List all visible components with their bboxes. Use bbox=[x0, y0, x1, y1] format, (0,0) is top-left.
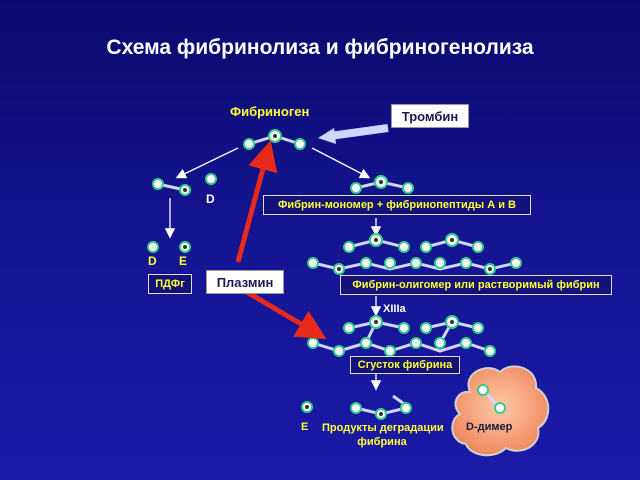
plasmin-arrow-down bbox=[238, 285, 327, 340]
d-dimer-label: D-димер bbox=[466, 421, 513, 433]
fragment-molecule-left bbox=[152, 173, 217, 196]
monomer-box: Фибрин-мономер + фибринопептиды А и В bbox=[263, 195, 531, 215]
fragment-d-top-label: D bbox=[206, 192, 215, 206]
d-dimer-cloud bbox=[451, 365, 550, 457]
fibrinogen-nodes bbox=[243, 129, 306, 150]
fragment-d-node bbox=[147, 241, 159, 253]
fragment-e-label: E bbox=[179, 254, 188, 268]
thrombin-arrowhead bbox=[318, 128, 336, 144]
clot-nodes bbox=[307, 315, 496, 357]
page-title: Схема фибринолиза и фибриногенолиза bbox=[106, 36, 534, 59]
oligomer-box: Фибрин-олигомер или растворимый фибрин bbox=[340, 275, 612, 295]
plasmin-box: Плазмин bbox=[206, 270, 284, 294]
thrombin-arrow bbox=[329, 124, 389, 140]
plasmin-arrow-up bbox=[235, 140, 278, 263]
arrow-to-monomer bbox=[311, 147, 371, 179]
arrow-to-fragments bbox=[175, 147, 239, 179]
factor-label: XIIIa bbox=[383, 303, 406, 315]
degradation-line1: Продукты деградации bbox=[322, 422, 444, 434]
clot-box: Сгусток фибрина bbox=[350, 356, 460, 374]
monomer-molecule bbox=[350, 175, 414, 194]
thrombin-box: Тромбин bbox=[391, 104, 469, 128]
fragment-d-label: D bbox=[148, 254, 157, 268]
degradation-line2: фибрина bbox=[357, 436, 407, 448]
degradation-molecule bbox=[350, 394, 412, 420]
pdf-box: ПДФг bbox=[148, 274, 192, 294]
degradation-e-label: E bbox=[301, 421, 309, 433]
fibrinogen-label: Фибриноген bbox=[230, 104, 310, 119]
degradation-label: Продукты деградации фибрина bbox=[322, 421, 444, 449]
